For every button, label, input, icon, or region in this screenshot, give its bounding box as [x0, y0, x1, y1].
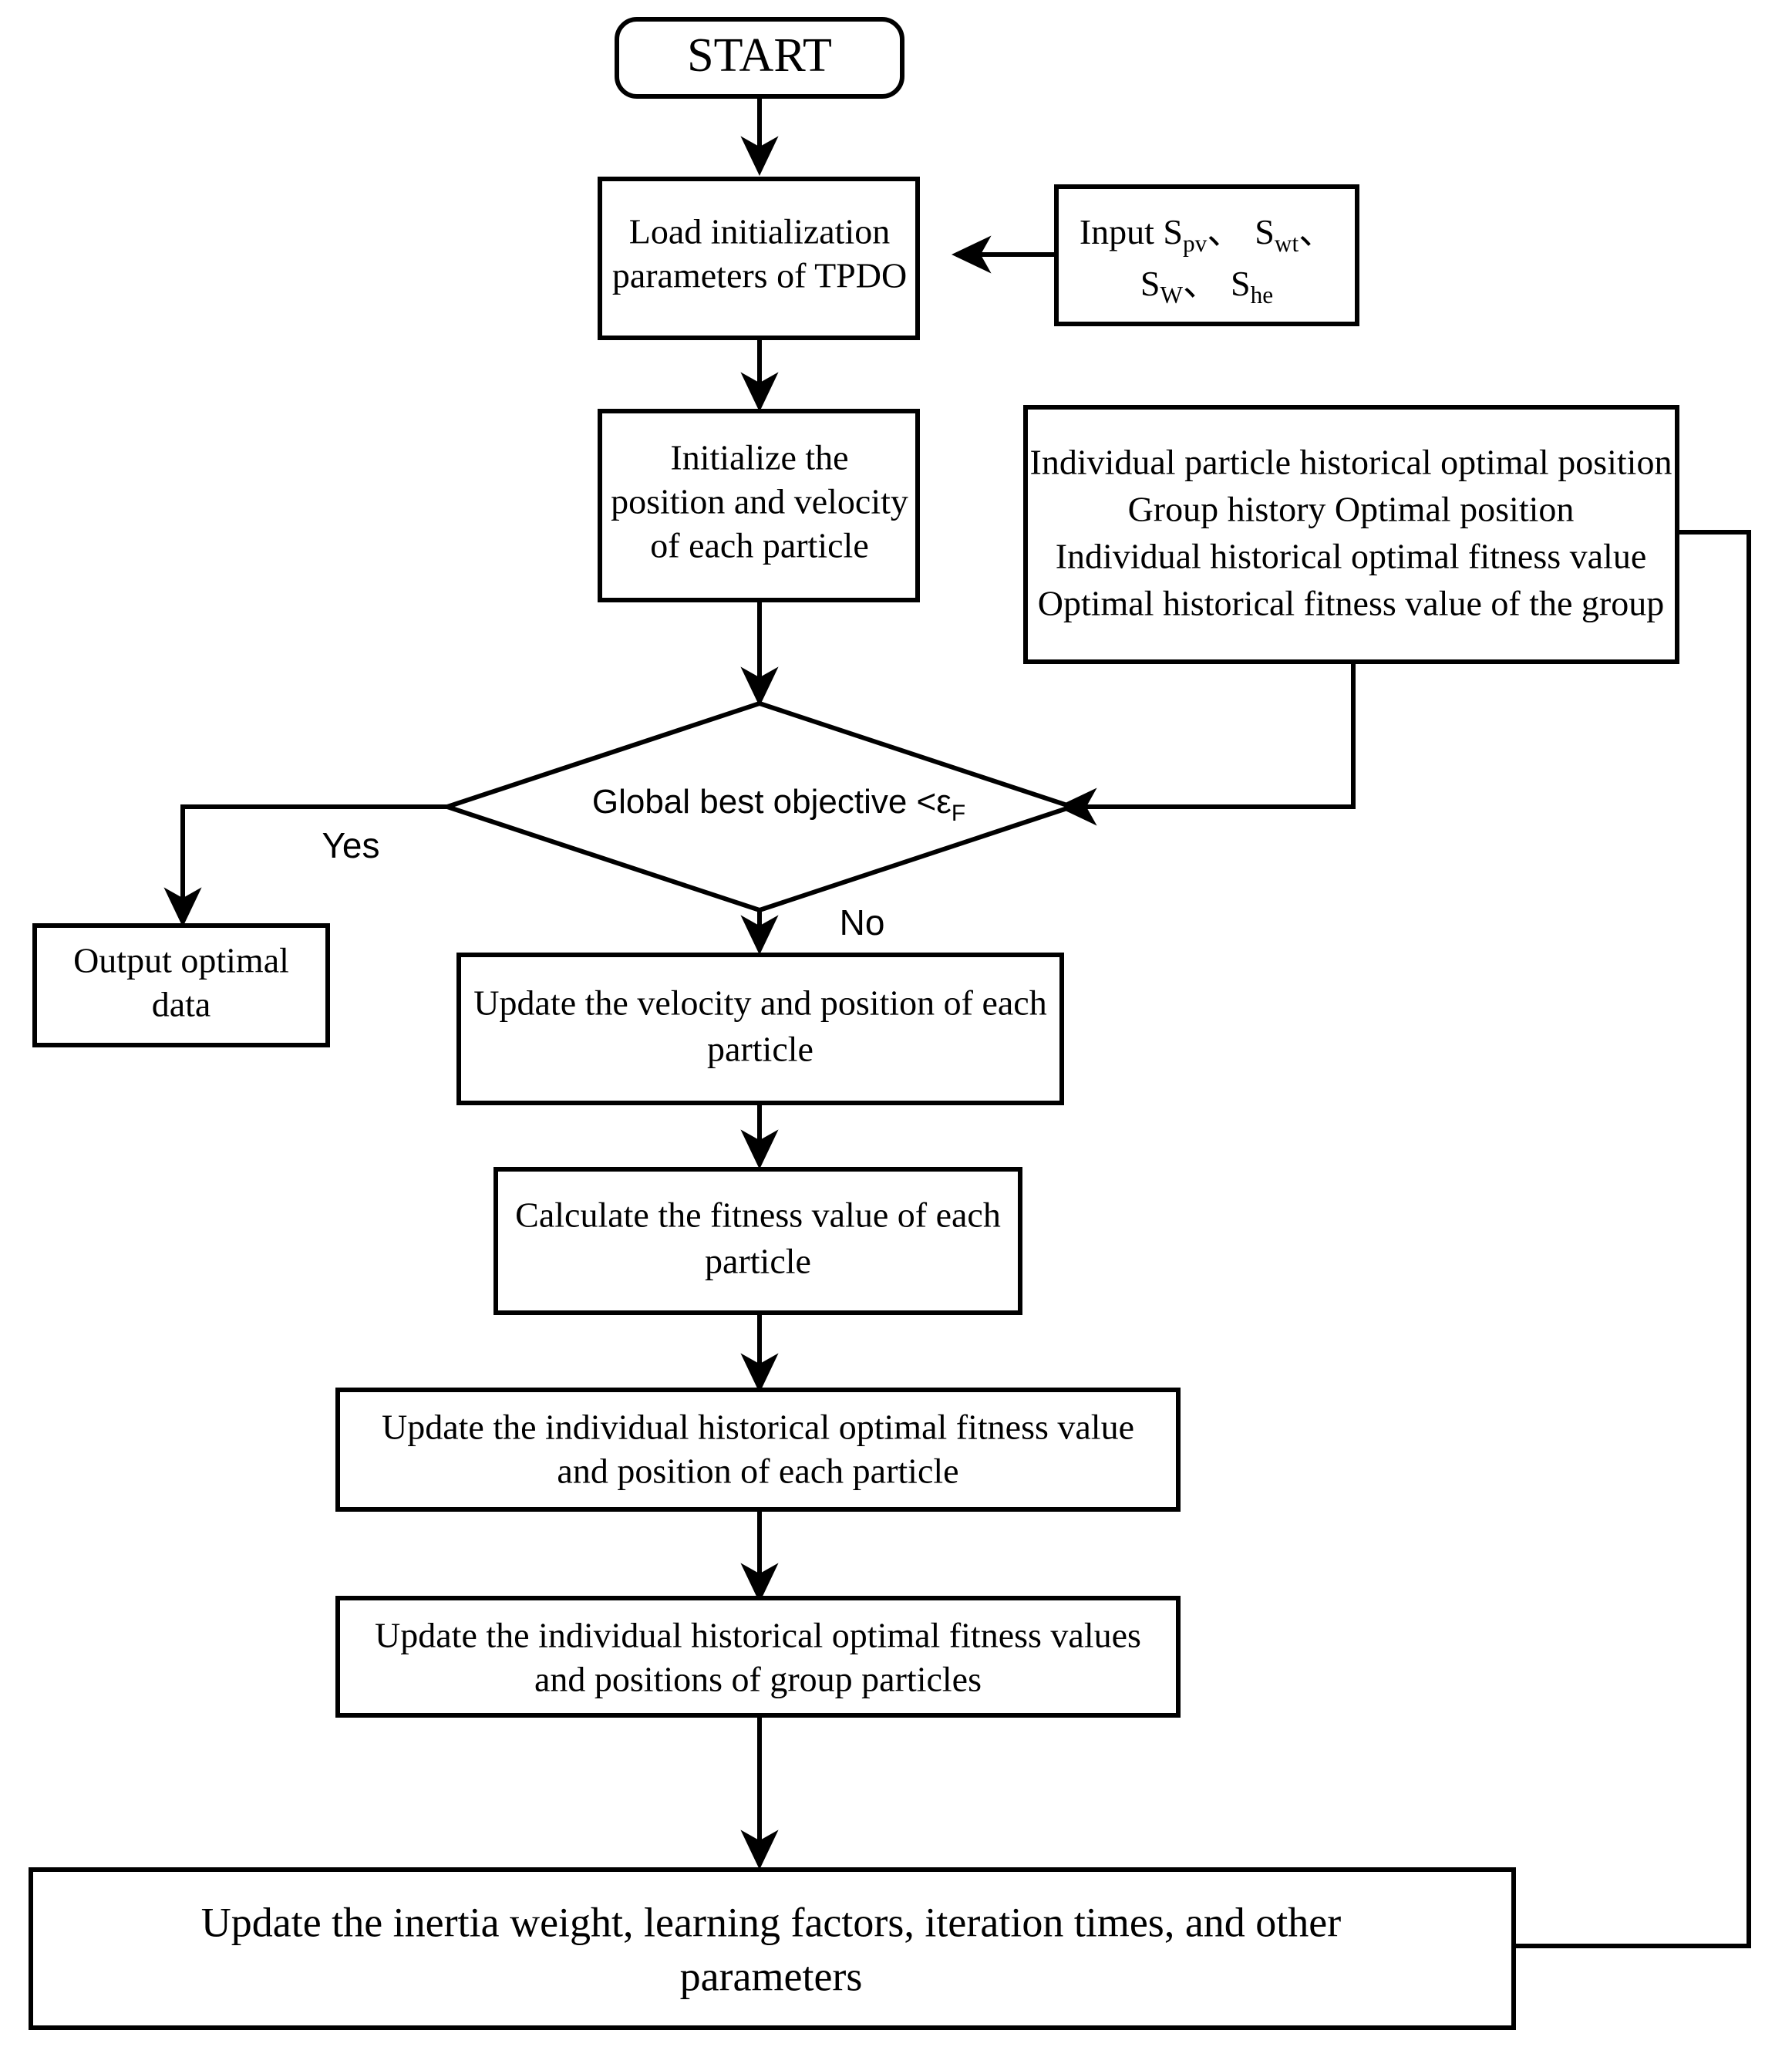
update-individual-box[interactable]	[335, 1388, 1181, 1512]
edge-label-no: No	[840, 902, 885, 943]
load-init-box[interactable]	[598, 177, 920, 340]
decision-label: Global best objective <εF	[592, 783, 965, 826]
edge-updateparams-to-memory	[1514, 513, 1751, 1948]
update-params-line1: Update the inertia weight, learning fact…	[201, 1899, 1342, 1945]
update-group-line1: Update the individual historical optimal…	[375, 1616, 1141, 1655]
edge-memory-to-decision	[1056, 662, 1356, 826]
edge-decision-yes-to-output	[163, 804, 459, 928]
initialize-line2: position and velocity	[611, 482, 908, 521]
initialize-line1: Initialize the	[670, 438, 848, 477]
update-params-box[interactable]	[29, 1867, 1516, 2030]
node-update-group[interactable]: Update the individual historical optimal…	[335, 1596, 1181, 1718]
input-sub-he: he	[1251, 282, 1274, 309]
input-sep-2: 、	[1299, 212, 1334, 251]
decision-sub: F	[952, 801, 965, 826]
node-load-init[interactable]: Load initialization parameters of TPDO	[598, 177, 920, 340]
node-update-params[interactable]: Update the inertia weight, learning fact…	[29, 1867, 1516, 2030]
node-update-individual[interactable]: Update the individual historical optimal…	[335, 1388, 1181, 1512]
calc-fitness-line2: particle	[705, 1242, 811, 1281]
node-output[interactable]: Output optimal data	[32, 923, 330, 1047]
update-individual-line2: and position of each particle	[557, 1452, 958, 1491]
start-box[interactable]	[615, 17, 904, 99]
output-box[interactable]	[32, 923, 330, 1047]
input-s-w: S	[1140, 264, 1160, 303]
node-memory[interactable]: Individual particle historical optimal p…	[1023, 405, 1679, 664]
input-sub-w: W	[1160, 282, 1183, 309]
update-params-line2: parameters	[680, 1953, 863, 1999]
initialize-line3: of each particle	[650, 526, 868, 565]
node-update-velocity[interactable]: Update the velocity and position of each…	[456, 953, 1064, 1105]
input-s-he: S	[1231, 264, 1251, 303]
update-group-box[interactable]	[335, 1596, 1181, 1718]
input-sub-pv: pv	[1183, 230, 1208, 257]
node-decision[interactable]: Global best objective <εF	[440, 700, 1080, 913]
decision-text: Global best objective <ε	[592, 783, 952, 821]
memory-line1: Individual particle historical optimal p…	[1030, 443, 1672, 482]
start-label: START	[687, 29, 832, 82]
update-individual-line1: Update the individual historical optimal…	[382, 1408, 1134, 1447]
calc-fitness-line1: Calculate the fitness value of each	[515, 1195, 1001, 1235]
input-params-line2: SW、She	[1140, 264, 1273, 309]
update-group-line2: and positions of group particles	[534, 1660, 982, 1699]
memory-line3: Individual historical optimal fitness va…	[1056, 537, 1647, 576]
memory-line2: Group history Optimal position	[1128, 490, 1575, 529]
edge-label-yes: Yes	[322, 825, 379, 865]
update-velocity-line2: particle	[707, 1030, 813, 1069]
input-prefix: Input S	[1080, 212, 1183, 251]
initialize-box[interactable]	[598, 409, 920, 602]
node-calc-fitness[interactable]: Calculate the fitness value of each part…	[493, 1167, 1022, 1315]
update-velocity-box[interactable]	[456, 953, 1064, 1105]
input-params-box[interactable]	[1054, 184, 1359, 326]
input-s-wt: S	[1255, 212, 1275, 251]
input-sep-1: 、	[1207, 212, 1242, 251]
memory-line4: Optimal historical fitness value of the …	[1038, 584, 1664, 623]
calc-fitness-box[interactable]	[493, 1167, 1022, 1315]
update-velocity-line1: Update the velocity and position of each	[473, 983, 1046, 1023]
load-init-line1: Load initialization	[629, 212, 891, 251]
node-start[interactable]: START	[615, 17, 904, 99]
output-line1: Output optimal	[73, 941, 289, 980]
node-initialize[interactable]: Initialize the position and velocity of …	[598, 409, 920, 602]
node-input-params[interactable]: Input Spv、Swt、 SW、She	[1054, 184, 1359, 326]
input-sep-3: 、	[1183, 264, 1218, 303]
output-line2: data	[152, 985, 211, 1024]
memory-box[interactable]	[1023, 405, 1679, 664]
input-params-line1: Input Spv、Swt、	[1080, 212, 1334, 258]
input-sub-wt: wt	[1275, 230, 1299, 257]
decision-diamond[interactable]	[440, 700, 1080, 913]
load-init-line2: parameters of TPDO	[612, 256, 907, 295]
